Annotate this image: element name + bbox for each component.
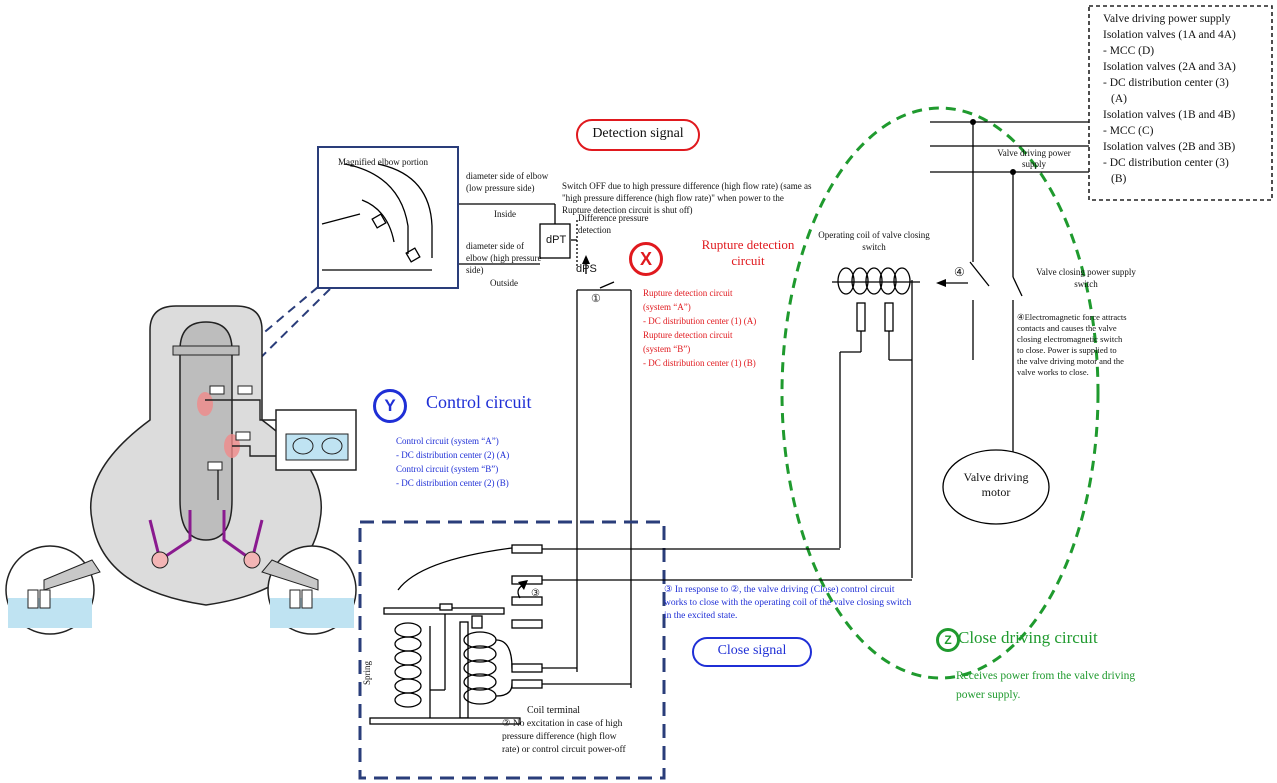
power-supply-lines (911, 121, 1090, 578)
power-line: Isolation valves (1A and 4A) (1103, 29, 1236, 41)
magnified-elbow-box (317, 146, 459, 289)
valve-motor-label: Valve driving motor (963, 470, 1029, 499)
step-4-label: ④ (954, 265, 965, 279)
close-driving-title: Close driving circuit (958, 628, 1098, 647)
rupture-title: Rupture detection circuit (701, 237, 795, 268)
closing-switch-label: Valve closing power supply switch (1036, 267, 1136, 289)
rupture-line: Rupture detection circuit (643, 330, 733, 340)
control-title: Control circuit (426, 392, 532, 412)
outside-label: Outside (490, 278, 518, 288)
valve-motor-icon (942, 449, 1050, 525)
close-signal-pill: Close signal (692, 637, 812, 667)
step-2-note: ② No excitation in case of high pressure… (502, 719, 626, 755)
power-line: - MCC (D) (1103, 45, 1155, 57)
rupture-line: - DC distribution center (1) (A) (643, 316, 757, 326)
difference-pressure-label: Difference pressure detection (578, 213, 649, 235)
power-line: - DC distribution center (3) (1103, 157, 1229, 169)
step-1-label: ① (591, 293, 601, 305)
relay-mechanism (369, 544, 912, 725)
rupture-line: (system “A”) (643, 302, 691, 312)
power-line: Isolation valves (2A and 3A) (1103, 61, 1236, 73)
control-line: Control circuit (system “A”) (396, 436, 499, 446)
rupture-lines: Rupture detection circuit (system “A”) -… (643, 286, 756, 370)
control-badge: Y (373, 389, 407, 423)
control-line: - DC distribution center (2) (A) (396, 450, 510, 460)
control-lines: Control circuit (system “A”) - DC distri… (396, 434, 509, 490)
step-4-note: ④Electromagnetic force attracts contacts… (1017, 312, 1127, 377)
high-pressure-side-label: diameter side of elbow (high pressure si… (466, 241, 542, 275)
detection-signal-pill: Detection signal (576, 119, 700, 151)
rupture-line: (system “B”) (643, 344, 691, 354)
spring-label: Spring (362, 660, 372, 685)
control-line: - DC distribution center (2) (B) (396, 478, 509, 488)
close-driving-note: Receives power from the valve driving po… (956, 670, 1136, 701)
power-line: (B) (1111, 173, 1127, 185)
dpt-label: dPT (546, 234, 567, 246)
power-supply-box (1088, 5, 1273, 201)
coil-terminal-label: Coil terminal (527, 705, 581, 716)
step-3-note: ③ In response to ②, the valve driving (C… (664, 585, 912, 621)
power-line: Isolation valves (1B and 4B) (1103, 109, 1236, 121)
rupture-line: Rupture detection circuit (643, 288, 733, 298)
rupture-line: - DC distribution center (1) (B) (643, 358, 756, 368)
close-driving-boundary (780, 106, 1100, 680)
dps-label: dPS (576, 263, 597, 275)
rupture-badge: X (629, 242, 663, 276)
power-line: Valve driving power supply (1103, 13, 1231, 25)
detection-note: Switch OFF due to high pressure differen… (562, 181, 812, 215)
control-line: Control circuit (system “B”) (396, 464, 499, 474)
power-line: (A) (1111, 93, 1127, 105)
power-line: - DC distribution center (3) (1103, 77, 1229, 89)
power-supply-text: Valve driving power supply Isolation val… (1103, 11, 1236, 187)
containment-vessel (5, 305, 357, 635)
power-line: - MCC (C) (1103, 125, 1154, 137)
close-driving-badge: Z (936, 628, 960, 652)
step-3-small-label: ③ (531, 588, 540, 599)
valve-power-supply-label: Valve driving power supply (997, 148, 1071, 169)
operating-coil-label: Operating coil of valve closing switch (818, 230, 930, 252)
low-pressure-side-label: diameter side of elbow (low pressure sid… (466, 171, 549, 193)
operating-coil-icon (832, 267, 920, 548)
power-line: Isolation valves (2B and 3B) (1103, 141, 1236, 153)
magnified-elbow-title: Magnified elbow portion (338, 157, 428, 167)
relay-box (358, 520, 666, 780)
inside-label: Inside (494, 209, 516, 219)
